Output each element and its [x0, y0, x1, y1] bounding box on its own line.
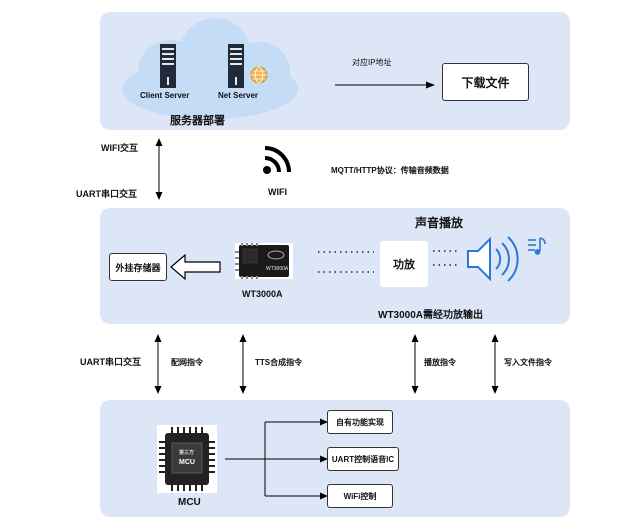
mcu-chip-icon	[157, 425, 217, 493]
globe-icon	[250, 66, 268, 84]
wifi-signal-icon	[263, 146, 291, 174]
play-cmd-label: 播放指令	[424, 358, 456, 367]
download-file-box: 下载文件	[442, 63, 529, 101]
amp-dotted-lines	[433, 250, 459, 266]
client-server-icon	[160, 44, 176, 88]
storage-hollow-arrow	[170, 253, 221, 281]
net-server-label: Net Server	[218, 91, 259, 100]
mcu-chip-text-2: MCU	[179, 459, 195, 466]
tts-double-arrow	[239, 334, 247, 394]
uart-voice-control-box: UART控制语音IC	[327, 447, 399, 471]
protocol-label: MQTT/HTTP协议：传输音频数据	[331, 166, 449, 175]
ip-arrow	[335, 81, 435, 89]
amp-output-label: WT3000A需经功放输出	[378, 310, 484, 321]
speaker-icon	[467, 236, 519, 282]
play-double-arrow	[411, 334, 419, 394]
mcu-chip-text-1: 第三方	[179, 450, 195, 456]
chip-marking: WT3000A	[266, 266, 289, 272]
pairing-cmd-label: 配网指令	[171, 358, 203, 367]
wifi-control-box: WiFi控制	[327, 484, 393, 508]
server-deploy-title: 服务器部署	[170, 115, 225, 127]
uart-exchange-bottom-label: UART串口交互	[80, 357, 141, 367]
music-note-icon	[528, 237, 546, 255]
pairing-double-arrow	[154, 334, 162, 394]
ip-address-label: 对应IP地址	[352, 58, 392, 67]
mcu-label: MCU	[178, 497, 201, 508]
external-storage-box: 外挂存储器	[109, 253, 167, 281]
own-function-box: 自有功能实现	[327, 410, 393, 434]
wifi-label: WIFI	[268, 187, 287, 197]
write-double-arrow	[491, 334, 499, 394]
mcu-branch-connector	[225, 418, 328, 500]
wt3000a-label: WT3000A	[242, 289, 283, 299]
client-server-label: Client Server	[140, 91, 190, 100]
uart-exchange-top-label: UART串口交互	[76, 189, 137, 199]
amplifier-box: 功放	[380, 241, 428, 287]
write-cmd-label: 写入文件指令	[504, 358, 552, 367]
wifi-uart-double-arrow	[155, 138, 163, 200]
tts-cmd-label: TTS合成指令	[255, 358, 303, 367]
sound-playback-title: 声音播放	[415, 216, 464, 230]
wifi-exchange-label: WIFI交互	[101, 143, 138, 153]
wt3000a-chip-icon	[235, 243, 293, 279]
dotted-connector-lines	[318, 251, 374, 273]
net-server-icon	[228, 44, 244, 88]
